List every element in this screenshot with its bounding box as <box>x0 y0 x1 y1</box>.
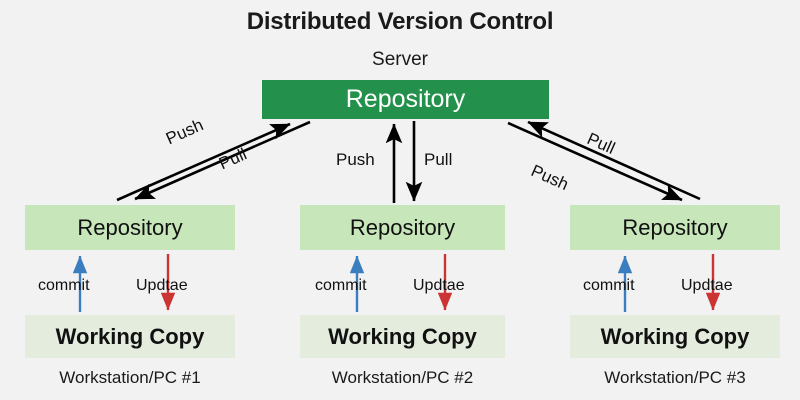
working-copy-box-ws3[interactable]: Working Copy <box>570 315 780 358</box>
workstation-caption-2: Workstation/PC #2 <box>331 368 474 387</box>
label-pull-ws1: Pull <box>216 144 250 174</box>
workstation-caption-3: Workstation/PC #3 <box>604 368 746 387</box>
server-caption: Server <box>372 49 428 70</box>
label-commit-ws3: commit <box>583 277 635 294</box>
label-update-ws3: Updtae <box>681 277 733 294</box>
label-push-ws1: Push <box>163 115 207 149</box>
working-copy-label-ws2: Working Copy <box>328 323 477 349</box>
working-copy-box-ws2[interactable]: Working Copy <box>300 315 505 358</box>
server-repository-box[interactable]: Repository <box>262 80 549 119</box>
repository-label-ws1: Repository <box>77 214 183 240</box>
label-update-ws1: Updtae <box>136 277 188 294</box>
label-pull-ws3: Pull <box>584 129 618 158</box>
workstation-caption-1: Workstation/PC #1 <box>59 368 201 387</box>
label-commit-ws2: commit <box>315 277 367 294</box>
working-copy-label-ws3: Working Copy <box>600 323 750 349</box>
working-copy-box-ws1[interactable]: Working Copy <box>25 315 235 358</box>
page-title: Distributed Version Control <box>246 8 554 35</box>
working-copy-label-ws1: Working Copy <box>55 323 205 349</box>
repository-label-ws2: Repository <box>349 214 456 240</box>
repository-box-ws3[interactable]: Repository <box>570 205 780 250</box>
label-push-ws2: Push <box>336 150 375 169</box>
label-commit-ws1: commit <box>38 277 90 294</box>
repository-box-ws1[interactable]: Repository <box>25 205 235 250</box>
repository-label-ws3: Repository <box>622 214 728 240</box>
label-update-ws2: Updtae <box>413 277 465 294</box>
label-push-ws3: Push <box>528 161 572 195</box>
label-pull-ws2: Pull <box>424 150 453 169</box>
arrow-push-ws1 <box>116 122 291 202</box>
server-repository-label: Repository <box>345 85 466 113</box>
repository-box-ws2[interactable]: Repository <box>300 205 505 250</box>
